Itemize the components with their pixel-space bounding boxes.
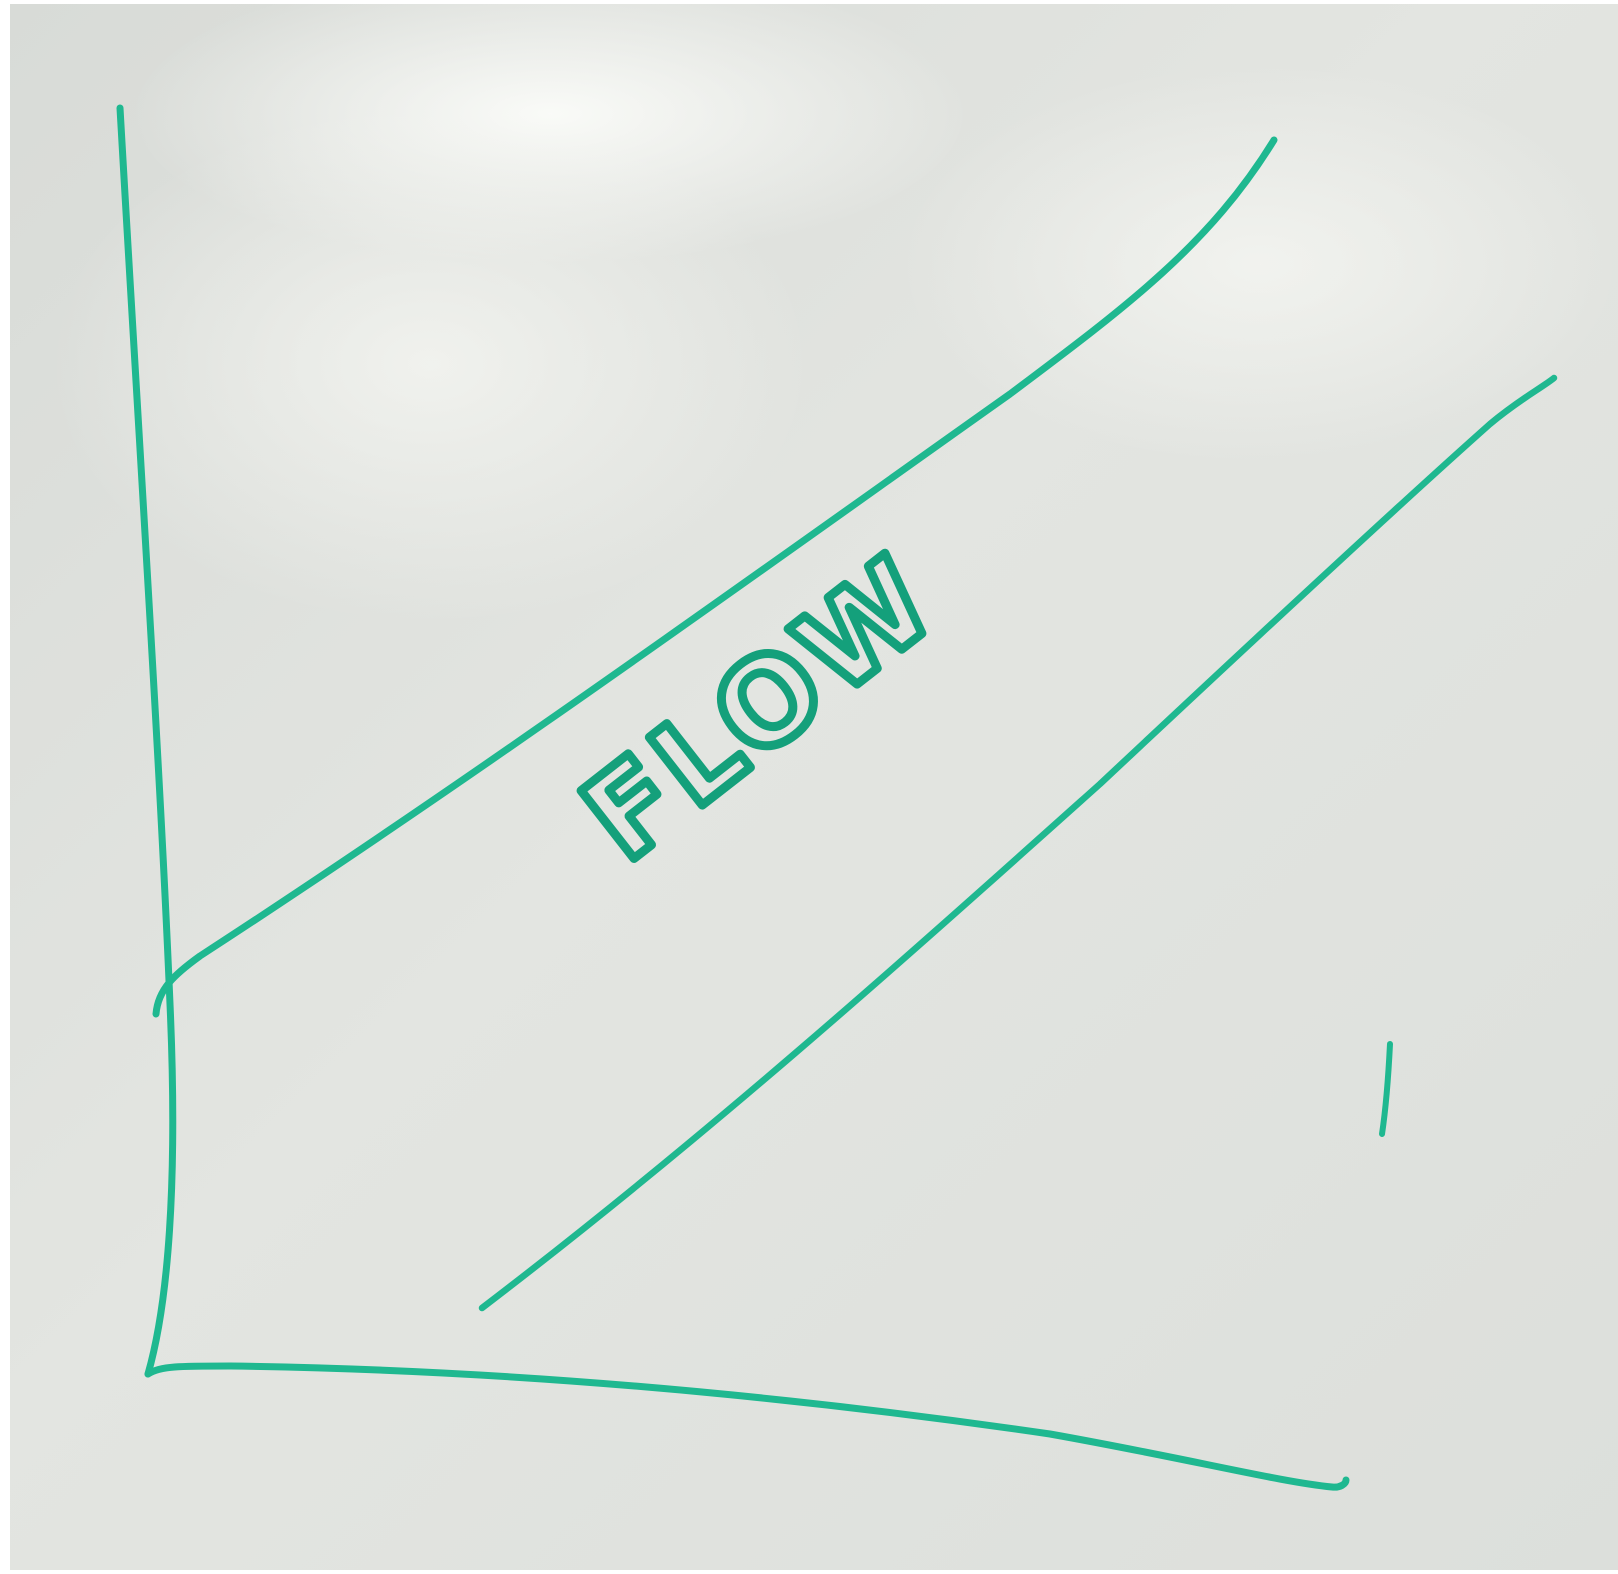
whiteboard: FLOW bbox=[10, 4, 1618, 1570]
board-glare-right bbox=[900, 64, 1618, 464]
y-axis-line bbox=[116, 104, 177, 1378]
x-axis-line bbox=[144, 1362, 1350, 1491]
x-axis-end-tick bbox=[1379, 1041, 1393, 1137]
upper-boundary-line bbox=[152, 136, 1278, 1018]
board-glare-secondary bbox=[50, 104, 810, 624]
lower-boundary-line bbox=[478, 374, 1558, 1312]
flow-diagram: FLOW bbox=[10, 4, 1618, 1570]
